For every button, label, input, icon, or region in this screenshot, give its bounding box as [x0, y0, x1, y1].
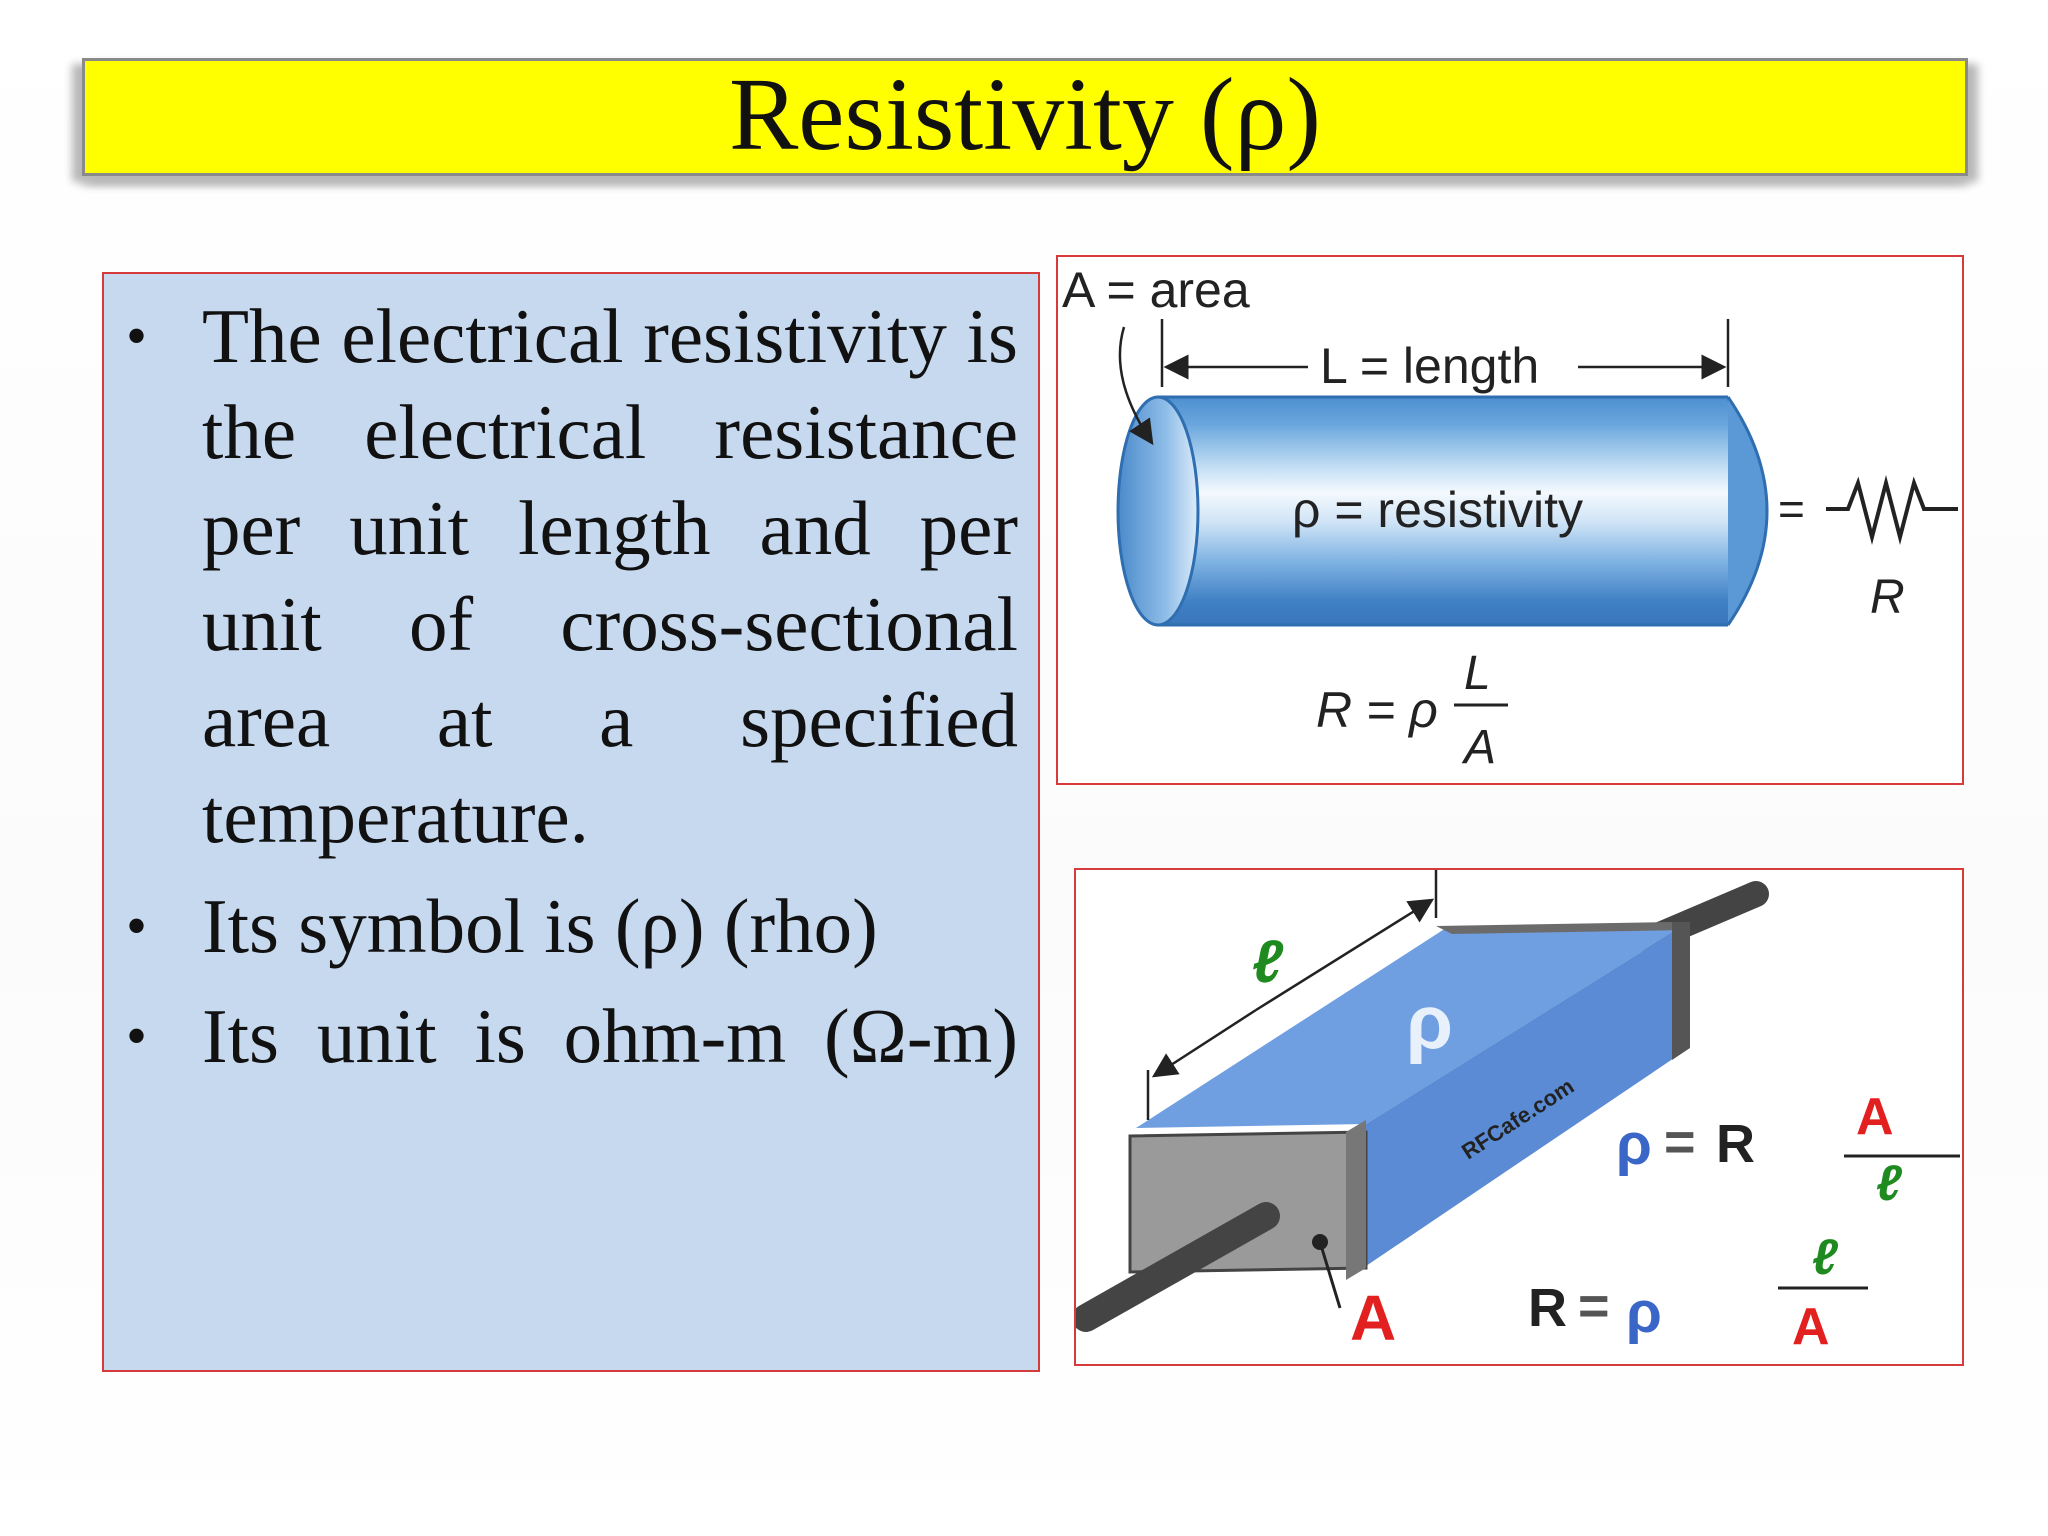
definition-box: • The electrical resistivity is the elec…: [102, 272, 1040, 1372]
f2-numerator: ℓ: [1812, 1229, 1839, 1285]
block-rho-symbol: ρ: [1406, 980, 1453, 1065]
cylinder-body: [1158, 397, 1728, 625]
block-area-symbol: A: [1350, 1282, 1396, 1354]
bullet-item: • Its unit is ohm-m (Ω-m): [104, 988, 1018, 1084]
cylinder-right-cap: [1726, 396, 1769, 626]
bullet-marker: •: [126, 893, 148, 959]
formula-denominator: A: [1461, 721, 1496, 774]
cylinder-diagram: A = area L = length ρ = resistivity = R: [1056, 255, 1964, 785]
resistor-symbol: [1826, 475, 1958, 545]
resistivity-label: ρ = resistivity: [1292, 482, 1583, 538]
slide-title: Resistivity (ρ): [728, 57, 1322, 172]
f2-R: R: [1528, 1278, 1567, 1338]
area-arrow: [1118, 326, 1154, 446]
bullet-item: • The electrical resistivity is the elec…: [104, 288, 1018, 864]
bullet-symbol: Its symbol is (ρ) (rho): [202, 883, 878, 969]
cylinder-svg: A = area L = length ρ = resistivity = R: [1062, 262, 1958, 774]
bullet-marker: •: [126, 1003, 148, 1069]
formula-numerator: L: [1464, 647, 1491, 700]
length-label: L = length: [1320, 338, 1539, 394]
block-length-symbol: ℓ: [1252, 928, 1284, 995]
f2-denominator: A: [1792, 1298, 1830, 1356]
f1-equals: =: [1664, 1112, 1696, 1172]
bullet-list: • The electrical resistivity is the elec…: [104, 288, 1018, 1084]
front-lead: [1076, 1202, 1280, 1332]
title-bar: Resistivity (ρ): [82, 58, 1968, 176]
equals-sign: =: [1778, 483, 1805, 535]
bullet-marker: •: [126, 303, 148, 369]
f1-numerator: A: [1856, 1088, 1894, 1146]
resistor-label: R: [1870, 571, 1905, 624]
area-label: A = area: [1062, 262, 1250, 318]
cylinder-left-cap: [1116, 395, 1200, 627]
f1-R: R: [1716, 1114, 1755, 1174]
f2-rho: ρ: [1626, 1280, 1662, 1345]
block-top-face: [1136, 924, 1686, 1128]
bullet-definition: The electrical resistivity is the electr…: [202, 293, 1018, 859]
block-diagram: ℓ ρ RFCafe.com A ρ = R A ℓ R = ρ ℓ A: [1074, 868, 1964, 1366]
formula-lhs: R = ρ: [1316, 682, 1438, 738]
bullet-unit: Its unit is ohm-m (Ω-m): [202, 993, 1018, 1079]
f1-denominator: ℓ: [1876, 1155, 1903, 1211]
front-end-cap: [1128, 1130, 1368, 1274]
block-svg: ℓ ρ RFCafe.com A ρ = R A ℓ R = ρ ℓ A: [1076, 870, 1960, 1356]
f2-equals: =: [1578, 1276, 1610, 1336]
f1-rho: ρ: [1616, 1112, 1652, 1177]
bullet-item: • Its symbol is (ρ) (rho): [104, 878, 1018, 974]
block-side-face: [1366, 924, 1686, 1266]
